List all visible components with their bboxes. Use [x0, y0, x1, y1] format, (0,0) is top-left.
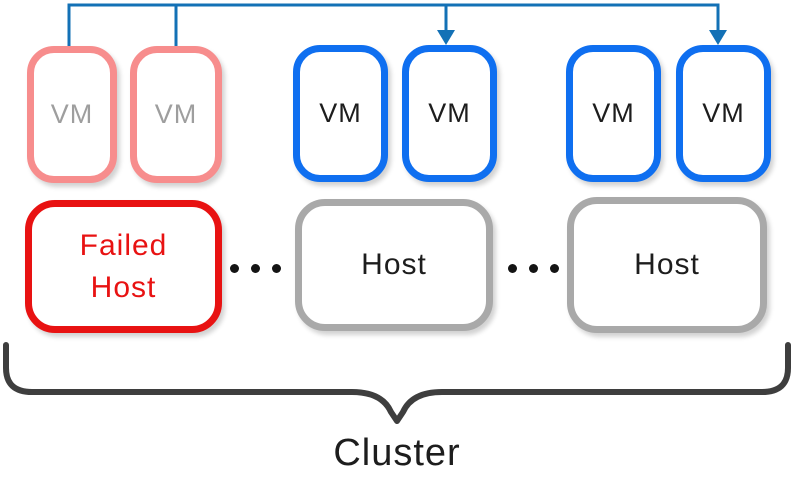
- host-box-1: Host: [295, 199, 493, 331]
- dot-icon: [272, 264, 281, 273]
- vm-label: VM: [702, 98, 745, 128]
- cluster-label: Cluster: [333, 432, 461, 474]
- host-label: Host: [361, 248, 427, 281]
- dot-icon: [550, 264, 559, 273]
- failed-host-box: Failed Host: [25, 200, 222, 333]
- vm-label: VM: [50, 99, 94, 129]
- arrowhead-icon: [709, 30, 727, 45]
- vm-box-host2-1: VM: [566, 45, 661, 182]
- vm-label: VM: [319, 98, 362, 128]
- vm-box-failed-2: VM: [130, 46, 222, 183]
- vm-box-host1-2: VM: [402, 45, 497, 182]
- ellipsis-separator: [230, 264, 281, 273]
- vm-label: VM: [428, 98, 471, 128]
- vm-box-host2-2: VM: [676, 45, 771, 182]
- dot-icon: [251, 264, 260, 273]
- failover-line-main: [67, 3, 720, 50]
- host-label: Host: [634, 248, 700, 281]
- dot-icon: [230, 264, 239, 273]
- vm-label: VM: [154, 99, 198, 129]
- vm-box-failed-1: VM: [27, 46, 117, 183]
- ellipsis-separator: [508, 264, 559, 273]
- dot-icon: [508, 264, 517, 273]
- failed-host-label: Failed Host: [79, 228, 168, 304]
- host-box-2: Host: [567, 197, 767, 333]
- vm-box-host1-1: VM: [293, 45, 388, 182]
- vm-label: VM: [592, 98, 635, 128]
- arrowhead-icon: [437, 30, 455, 45]
- dot-icon: [529, 264, 538, 273]
